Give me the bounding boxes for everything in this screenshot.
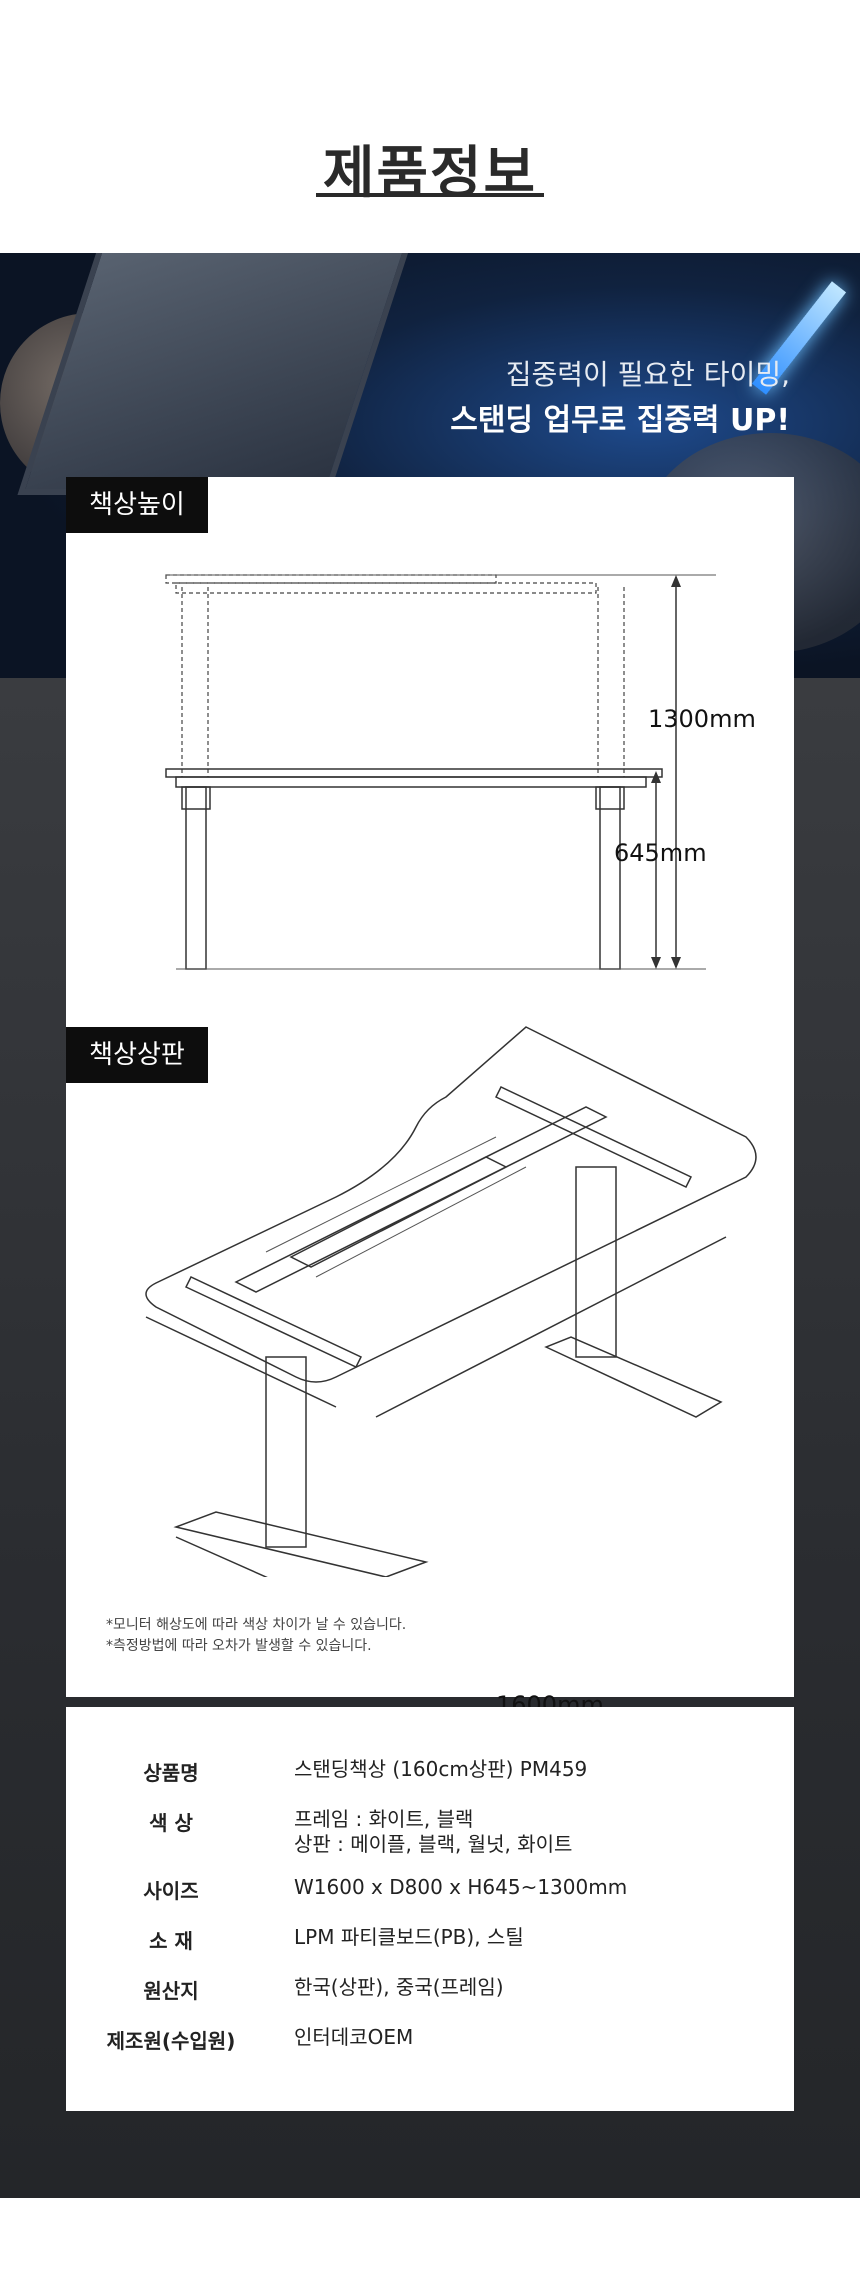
spec-value: 한국(상판), 중국(프레임) [294, 1975, 504, 1999]
spec-value: LPM 파티클보드(PB), 스틸 [294, 1925, 524, 1949]
spec-key: 소 재 [149, 1929, 193, 1953]
banner-tagline: 집중력이 필요한 타이밍, [505, 358, 790, 391]
section-label-top: 책상상판 [66, 1027, 208, 1083]
title-section: 제품정보 [0, 0, 860, 253]
banner-laptop-image [17, 253, 415, 495]
spec-row: 제조원(수입원) 인터데코OEM [66, 2015, 794, 2065]
min-height-dimension: 645mm [614, 839, 707, 867]
spec-key: 제조원(수입원) [106, 2029, 236, 2053]
note-item: *측정방법에 따라 오차가 발생할 수 있습니다. [106, 1638, 372, 1654]
spec-value-line: 프레임 : 화이트, 블랙 [294, 1807, 474, 1831]
desk-top-diagram [145, 1026, 757, 1577]
banner-headline: 스탠딩 업무로 집중력 UP! [450, 403, 790, 438]
spec-row: 사이즈 W1600 x D800 x H645~1300mm [66, 1865, 794, 1915]
spec-key: 상품명 [143, 1761, 199, 1785]
note-item: *모니터 해상도에 따라 색상 차이가 날 수 있습니다. [106, 1617, 407, 1633]
spec-table: 상품명 스탠딩책상 (160cm상판) PM459 색 상 프레임 : 화이트,… [66, 1747, 794, 2065]
spec-value-line: 상판 : 메이플, 블랙, 월넛, 화이트 [294, 1832, 573, 1856]
title-underline [316, 193, 544, 197]
spec-row: 소 재 LPM 파티클보드(PB), 스틸 [66, 1915, 794, 1965]
spec-value: W1600 x D800 x H645~1300mm [294, 1875, 628, 1899]
spec-key: 색 상 [149, 1811, 193, 1835]
spec-value: 인터데코OEM [294, 2025, 414, 2049]
desk-height-diagram [165, 574, 716, 970]
spec-row: 원산지 한국(상판), 중국(프레임) [66, 1965, 794, 2015]
spec-key: 원산지 [143, 1979, 199, 2003]
spec-value: 프레임 : 화이트, 블랙 상판 : 메이플, 블랙, 월넛, 화이트 [294, 1807, 572, 1857]
max-height-dimension: 1300mm [648, 705, 756, 733]
spec-panel: 상품명 스탠딩책상 (160cm상판) PM459 색 상 프레임 : 화이트,… [66, 1707, 794, 2111]
disclaimer-notes: *모니터 해상도에 따라 색상 차이가 날 수 있습니다. *측정방법에 따라 … [106, 1615, 406, 1657]
spec-row: 색 상 프레임 : 화이트, 블랙 상판 : 메이플, 블랙, 월넛, 화이트 [66, 1797, 794, 1865]
spec-key: 사이즈 [143, 1879, 199, 1903]
section-label-height: 책상높이 [66, 477, 208, 533]
diagram-panel: 책상높이 1300mm 645mm 책상상판 [66, 477, 794, 1993]
spec-value: 스탠딩책상 (160cm상판) PM459 [294, 1757, 588, 1781]
spec-row: 상품명 스탠딩책상 (160cm상판) PM459 [66, 1747, 794, 1797]
